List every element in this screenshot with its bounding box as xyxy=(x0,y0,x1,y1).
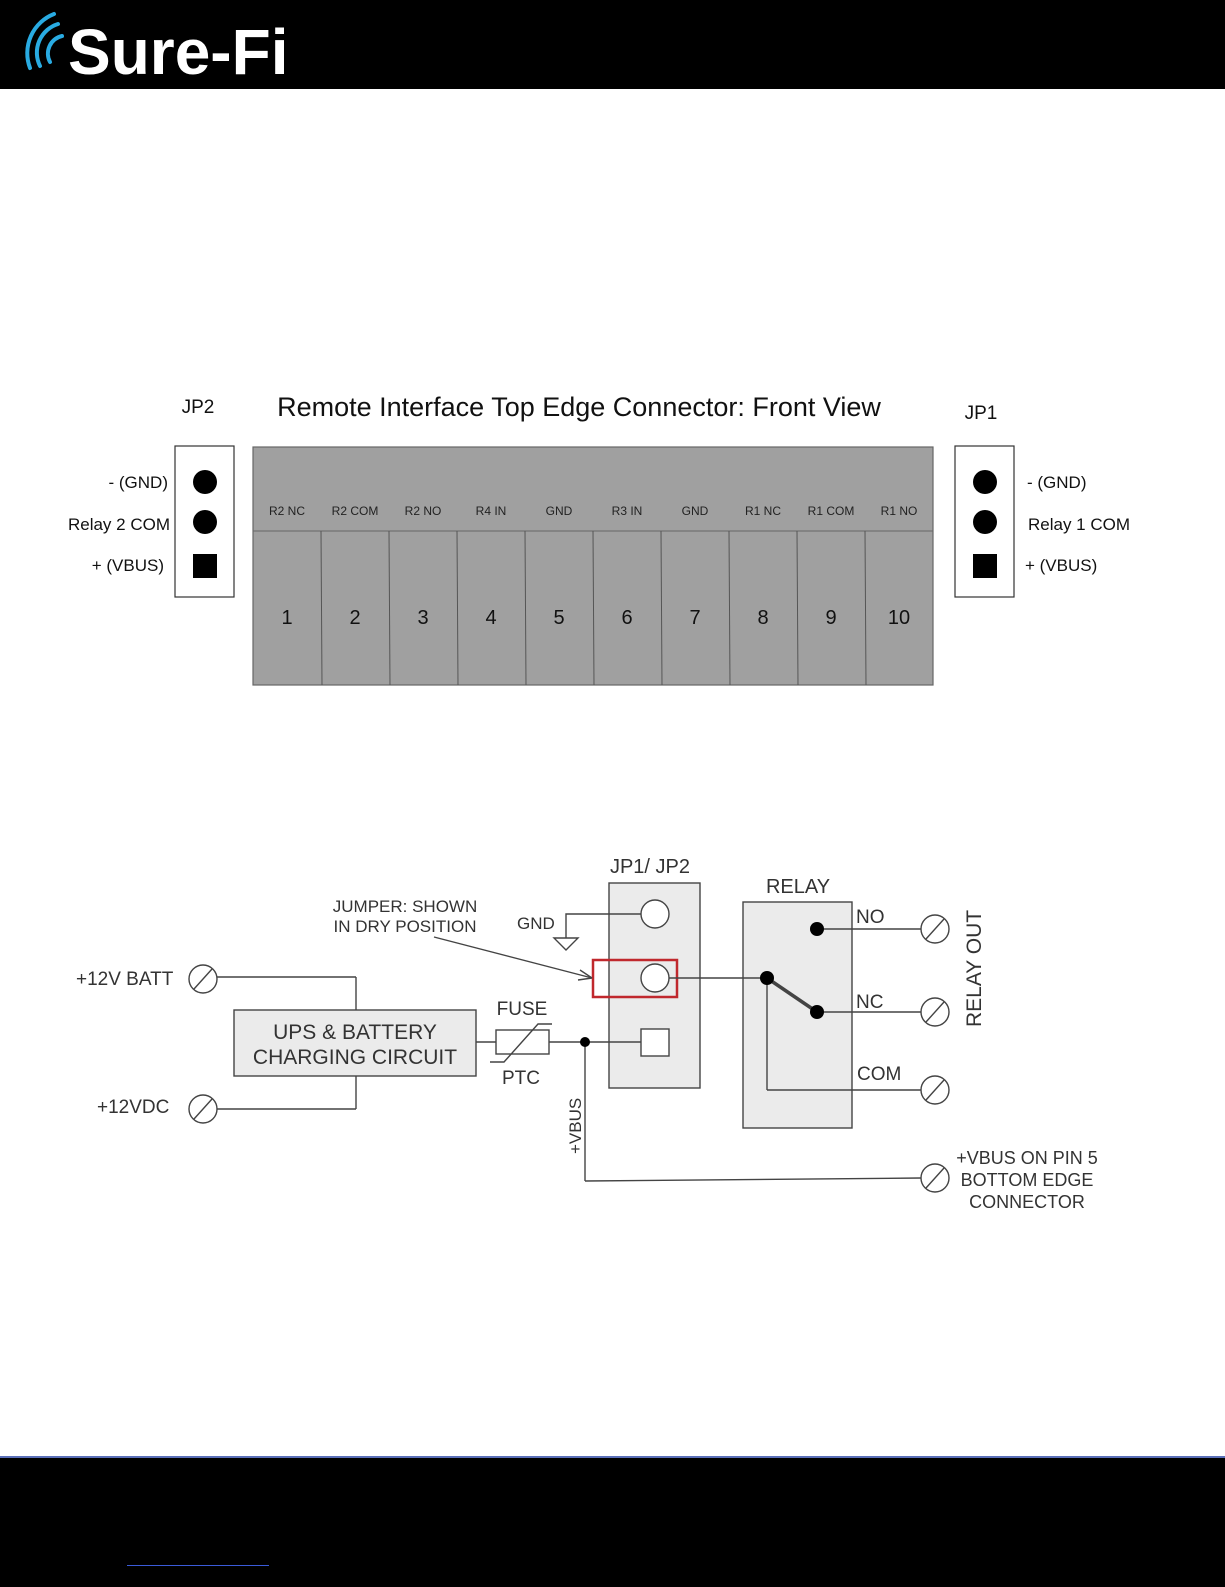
pin-number-7: 7 xyxy=(689,607,700,629)
jp2-label-relay-com: Relay 2 COM xyxy=(68,515,170,534)
pin-label-6: R3 IN xyxy=(612,504,643,518)
pin-label-3: R2 NO xyxy=(405,504,442,518)
pin-label-group: R2 NC R2 COM R2 NO R4 IN GND R3 IN GND R1 NC R1 … xyxy=(269,504,917,518)
fuse-label: FUSE xyxy=(497,999,548,1020)
pin-divider-6 xyxy=(660,530,663,686)
jp-label: JP1/ JP2 xyxy=(610,856,690,878)
batt-label: +12V BATT xyxy=(76,969,174,990)
terminal-no xyxy=(920,914,950,944)
jp2-name: JP2 xyxy=(182,397,215,418)
footer-bar xyxy=(0,1456,1225,1587)
pin-label-5: GND xyxy=(546,504,573,518)
jumper-note-1: JUMPER: SHOWN xyxy=(333,897,478,916)
jp1-label-relay-com: Relay 1 COM xyxy=(1028,515,1130,534)
jp2-pin-vbus xyxy=(193,554,217,578)
connector-title: Remote Interface Top Edge Connector: Fro… xyxy=(277,392,881,422)
jp-pin-square xyxy=(640,1028,670,1057)
footer-link-underline[interactable] xyxy=(127,1565,269,1566)
no-label: NO xyxy=(856,907,885,928)
nc-label: NC xyxy=(856,992,883,1013)
pin-divider-8 xyxy=(796,530,799,686)
pin-number-2: 2 xyxy=(349,607,360,629)
pin-divider-5 xyxy=(592,530,595,686)
terminal-nc xyxy=(920,997,950,1027)
pin-number-10: 10 xyxy=(888,607,910,629)
jp1-pin-vbus xyxy=(973,554,997,578)
pin-divider-4 xyxy=(524,530,527,686)
junction-vbus xyxy=(580,1037,590,1047)
fuse-ptc-slash xyxy=(490,1023,552,1063)
jp-pin-middle xyxy=(640,963,670,993)
gnd-symbol xyxy=(552,913,641,951)
relay-schematic: JP1/ JP2 RELAY JUMPER: SHOWN IN DRY POSI… xyxy=(76,856,1098,1212)
jp1-pin-relay-com xyxy=(973,510,997,534)
pin-divider-1 xyxy=(320,530,323,686)
jp2-label-gnd: - (GND) xyxy=(109,473,168,492)
pin-label-1: R2 NC xyxy=(269,504,305,518)
jp-pin-top xyxy=(640,899,670,929)
pin-number-9: 9 xyxy=(825,607,836,629)
pin-divider-2 xyxy=(388,530,391,686)
jumper-pointer xyxy=(433,936,593,979)
pin-number-5: 5 xyxy=(553,607,564,629)
pin-number-6: 6 xyxy=(621,607,632,629)
ups-box xyxy=(233,1009,477,1077)
vbus-pin-2: BOTTOM EDGE xyxy=(961,1170,1094,1190)
jp1-label-vbus: + (VBUS) xyxy=(1025,556,1097,575)
jp2-label-vbus: + (VBUS) xyxy=(92,556,164,575)
jumper-pointer-head xyxy=(577,969,593,981)
jp1-pin-gnd xyxy=(973,470,997,494)
terminal-vbus-pin5 xyxy=(920,1163,950,1193)
sure-fi-logo: Sure-Fi xyxy=(25,12,288,86)
vdc-label: +12VDC xyxy=(97,1097,169,1118)
pin-divider-group xyxy=(320,530,867,686)
pin-number-4: 4 xyxy=(485,607,496,629)
jp2-pin-relay-com xyxy=(193,510,217,534)
wire-vbus-out xyxy=(584,1177,922,1182)
pin-label-2: R2 COM xyxy=(332,504,379,518)
terminal-batt xyxy=(188,964,218,994)
header-bar: Sure-Fi xyxy=(0,0,1225,89)
pin-number-8: 8 xyxy=(757,607,768,629)
pin-label-9: R1 COM xyxy=(808,504,855,518)
pin-label-10: R1 NO xyxy=(881,504,918,518)
vbus-pin-1: +VBUS ON PIN 5 xyxy=(956,1148,1098,1168)
pin-label-8: R1 NC xyxy=(745,504,781,518)
connector-diagram: Remote Interface Top Edge Connector: Fro… xyxy=(68,392,1130,686)
pin-divider-7 xyxy=(728,530,731,686)
pin-label-4: R4 IN xyxy=(476,504,507,518)
jp2-pin-gnd xyxy=(193,470,217,494)
relay-pivot xyxy=(760,971,774,985)
jp1-name: JP1 xyxy=(965,403,998,424)
relay-nc-contact xyxy=(810,1005,824,1019)
terminal-com xyxy=(920,1075,950,1105)
relay-out-label: RELAY OUT xyxy=(963,910,986,1027)
pin-divider-3 xyxy=(456,530,459,686)
ups-label-2: CHARGING CIRCUIT xyxy=(253,1046,457,1069)
pin-number-1: 1 xyxy=(281,607,292,629)
relay-no-contact xyxy=(810,922,824,936)
relay-box xyxy=(742,901,853,1129)
vbus-label: +VBUS xyxy=(566,1098,585,1154)
pin-label-7: GND xyxy=(682,504,709,518)
logo-text: Sure-Fi xyxy=(68,16,288,86)
gnd-label: GND xyxy=(517,914,555,933)
signal-icon xyxy=(25,12,64,70)
pin-divider-9 xyxy=(864,530,867,686)
vbus-pin-3: CONNECTOR xyxy=(969,1192,1085,1212)
jp1-label-gnd: - (GND) xyxy=(1027,473,1086,492)
pin-number-3: 3 xyxy=(417,607,428,629)
terminal-vdc xyxy=(188,1094,218,1124)
relay-switch xyxy=(766,976,818,1014)
com-label: COM xyxy=(857,1064,901,1085)
relay-label: RELAY xyxy=(766,876,830,898)
ups-label-1: UPS & BATTERY xyxy=(273,1021,437,1044)
ptc-label: PTC xyxy=(502,1068,540,1089)
jumper-note-2: IN DRY POSITION xyxy=(334,917,477,936)
pin-number-group: 1 2 3 4 5 6 7 8 9 10 xyxy=(281,607,910,629)
